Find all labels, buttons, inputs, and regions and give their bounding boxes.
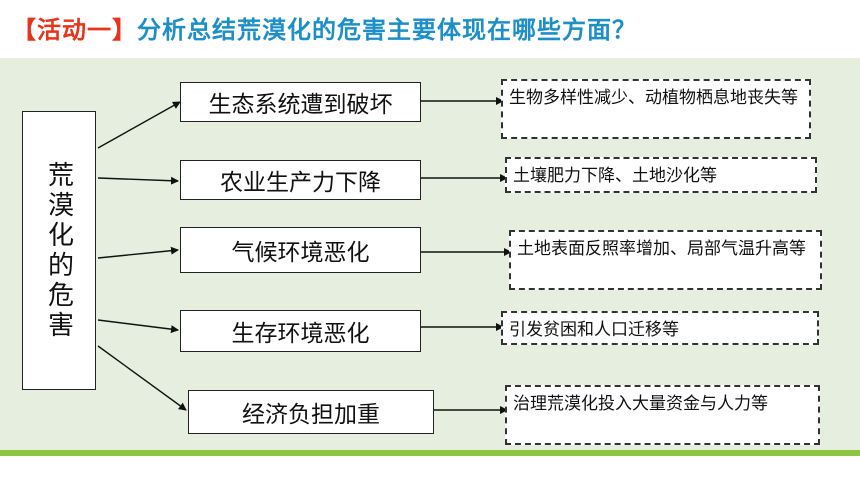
branch-node-5: 经济负担加重 bbox=[188, 390, 434, 434]
detail-box-4: 引发贫困和人口迁移等 bbox=[501, 311, 819, 345]
title-question: 分析总结荒漠化的危害主要体现在哪些方面？ bbox=[137, 16, 637, 44]
branch-node-1: 生态系统遭到破坏 bbox=[180, 82, 421, 122]
detail-box-3: 土地表面反照率增加、局部气温升高等 bbox=[509, 230, 822, 290]
accent-line bbox=[0, 450, 860, 456]
root-label: 荒漠化的危害 bbox=[43, 160, 74, 341]
title-bar: 【活动一】分析总结荒漠化的危害主要体现在哪些方面？ bbox=[0, 0, 860, 58]
page-title: 【活动一】分析总结荒漠化的危害主要体现在哪些方面？ bbox=[12, 10, 637, 50]
branch-node-3: 气候环境恶化 bbox=[180, 227, 421, 273]
footer-area bbox=[0, 456, 860, 484]
detail-box-5: 治理荒漠化投入大量资金与人力等 bbox=[505, 385, 820, 445]
detail-box-2: 土壤肥力下降、土地沙化等 bbox=[505, 157, 817, 193]
branch-node-2: 农业生产力下降 bbox=[180, 160, 421, 200]
detail-box-1: 生物多样性减少、动植物栖息地丧失等 bbox=[501, 79, 811, 139]
root-node: 荒漠化的危害 bbox=[22, 111, 96, 390]
title-tag: 【活动一】 bbox=[12, 16, 137, 44]
branch-node-4: 生存环境恶化 bbox=[180, 310, 421, 352]
